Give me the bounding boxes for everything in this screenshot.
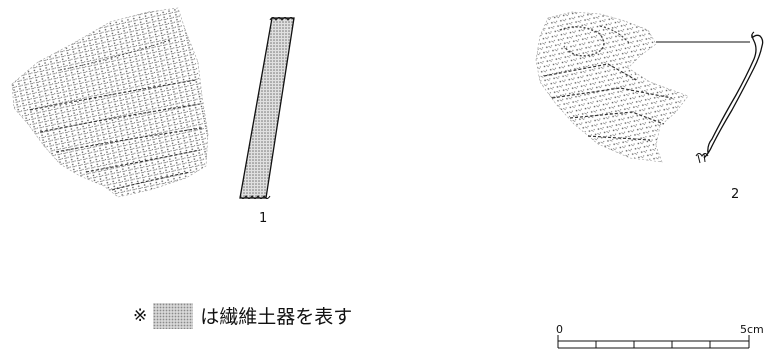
legend-text: は繊維土器を表す [200, 306, 353, 328]
sherd-2-rubbing [535, 11, 689, 163]
fiber-pottery-swatch [153, 302, 194, 329]
sherd-2-profile [656, 31, 764, 164]
reference-mark: ※ [133, 305, 148, 326]
scale-end-label: 5cm [740, 323, 764, 336]
figure-number-1: 1 [259, 211, 268, 226]
figure-number-2: 2 [731, 187, 740, 202]
scale-bar [557, 335, 750, 349]
legend: ※ は繊維土器を表す [133, 302, 352, 329]
sherd-1-section [239, 17, 295, 199]
sherd-1-rubbing [11, 7, 209, 198]
scale-start-label: 0 [556, 323, 563, 336]
